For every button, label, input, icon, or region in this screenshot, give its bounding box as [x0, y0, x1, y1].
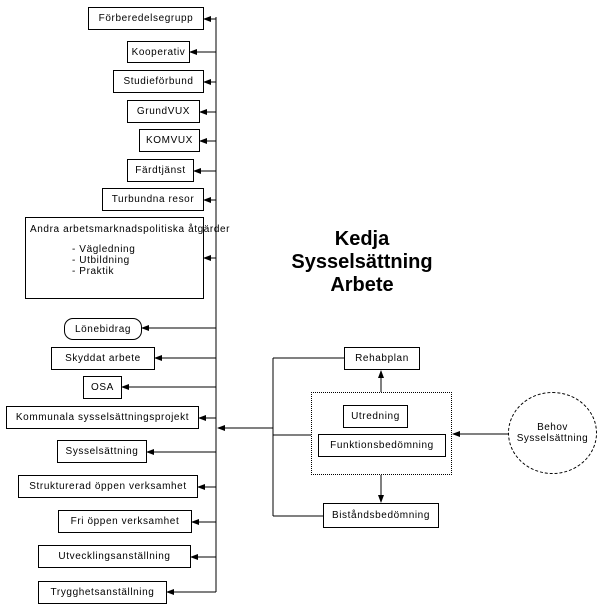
box-grundvux: GrundVUX	[127, 100, 200, 123]
box-osa: OSA	[83, 376, 122, 399]
box-kommunala-sysselsattningsprojekt: Kommunala sysselsättningsprojekt	[6, 406, 199, 429]
box-turbundna-resor: Turbundna resor	[102, 188, 204, 211]
label-utvecklingsanstallning: Utvecklingsanställning	[58, 551, 171, 562]
label-fri: Fri öppen verksamhet	[70, 516, 180, 527]
label-behov-sysselsattning: Sysselsättning	[516, 433, 589, 444]
label-kommunala: Kommunala sysselsättningsprojekt	[15, 412, 190, 423]
label-grundvux: GrundVUX	[136, 106, 191, 117]
list-item: - Praktik	[72, 266, 115, 277]
title-line-3: Arbete	[330, 274, 394, 296]
label-bistandsbedomning: Biståndsbedömning	[331, 510, 431, 521]
label-utredning: Utredning	[351, 411, 400, 422]
list-item: - Utbildning	[72, 255, 130, 266]
assessment-group	[311, 392, 452, 475]
title-line-2: Sysselsättning	[291, 251, 433, 273]
box-utvecklingsanstallning: Utvecklingsanställning	[38, 545, 191, 568]
label-trygghetsanstallning: Trygghetsanställning	[50, 587, 155, 598]
box-forberedelsegrupp: Förberedelsegrupp	[88, 7, 204, 30]
label-komvux: KOMVUX	[146, 135, 193, 146]
label-osa: OSA	[91, 382, 114, 393]
andra-atgarder-list: - Vägledning - Utbildning - Praktik	[72, 244, 199, 277]
label-kooperativ: Kooperativ	[131, 46, 186, 58]
box-fardtjanst: Färdtjänst	[127, 159, 194, 182]
box-strukturerad-oppen-verksamhet: Strukturerad öppen verksamhet	[18, 475, 198, 498]
box-trygghetsanstallning: Trygghetsanställning	[38, 581, 167, 604]
title-line-1: Kedja	[334, 228, 390, 250]
label-turbundna-resor: Turbundna resor	[111, 194, 195, 205]
box-sysselsattning: Sysselsättning	[57, 440, 147, 463]
box-bistandsbedomning: Biståndsbedömning	[323, 503, 439, 528]
label-lonebidrag: Lönebidrag	[74, 323, 132, 335]
box-kooperativ: Kooperativ	[127, 41, 190, 63]
box-komvux: KOMVUX	[139, 129, 200, 152]
label-fardtjanst: Färdtjänst	[135, 165, 186, 176]
box-utredning: Utredning	[343, 405, 408, 428]
label-funktionsbedomning: Funktionsbedömning	[330, 440, 434, 451]
diagram-title: Kedja Sysselsättning Arbete	[262, 228, 462, 297]
label-rehabplan: Rehabplan	[355, 353, 409, 364]
label-forberedelsegrupp: Förberedelsegrupp	[98, 13, 194, 24]
box-rehabplan: Rehabplan	[344, 347, 420, 370]
label-andra-atgarder: Andra arbetsmarknadspolitiska åtgärder	[30, 224, 231, 235]
label-strukturerad: Strukturerad öppen verksamhet	[29, 481, 187, 492]
label-skyddat-arbete: Skyddat arbete	[65, 353, 141, 364]
box-funktionsbedomning: Funktionsbedömning	[318, 434, 446, 457]
list-item: - Vägledning	[72, 244, 136, 255]
box-andra-atgarder: Andra arbetsmarknadspolitiska åtgärder -…	[25, 217, 231, 299]
box-skyddat-arbete: Skyddat arbete	[51, 347, 155, 370]
box-lonebidrag: Lönebidrag	[64, 318, 142, 340]
box-fri-oppen-verksamhet: Fri öppen verksamhet	[58, 510, 192, 533]
label-sysselsattning: Sysselsättning	[65, 446, 139, 457]
circle-behov-sysselsattning: Behov Sysselsättning	[508, 392, 597, 474]
label-behov: Behov	[537, 422, 568, 433]
label-studieforbund: Studieförbund	[123, 76, 194, 87]
box-studieforbund: Studieförbund	[113, 70, 204, 93]
